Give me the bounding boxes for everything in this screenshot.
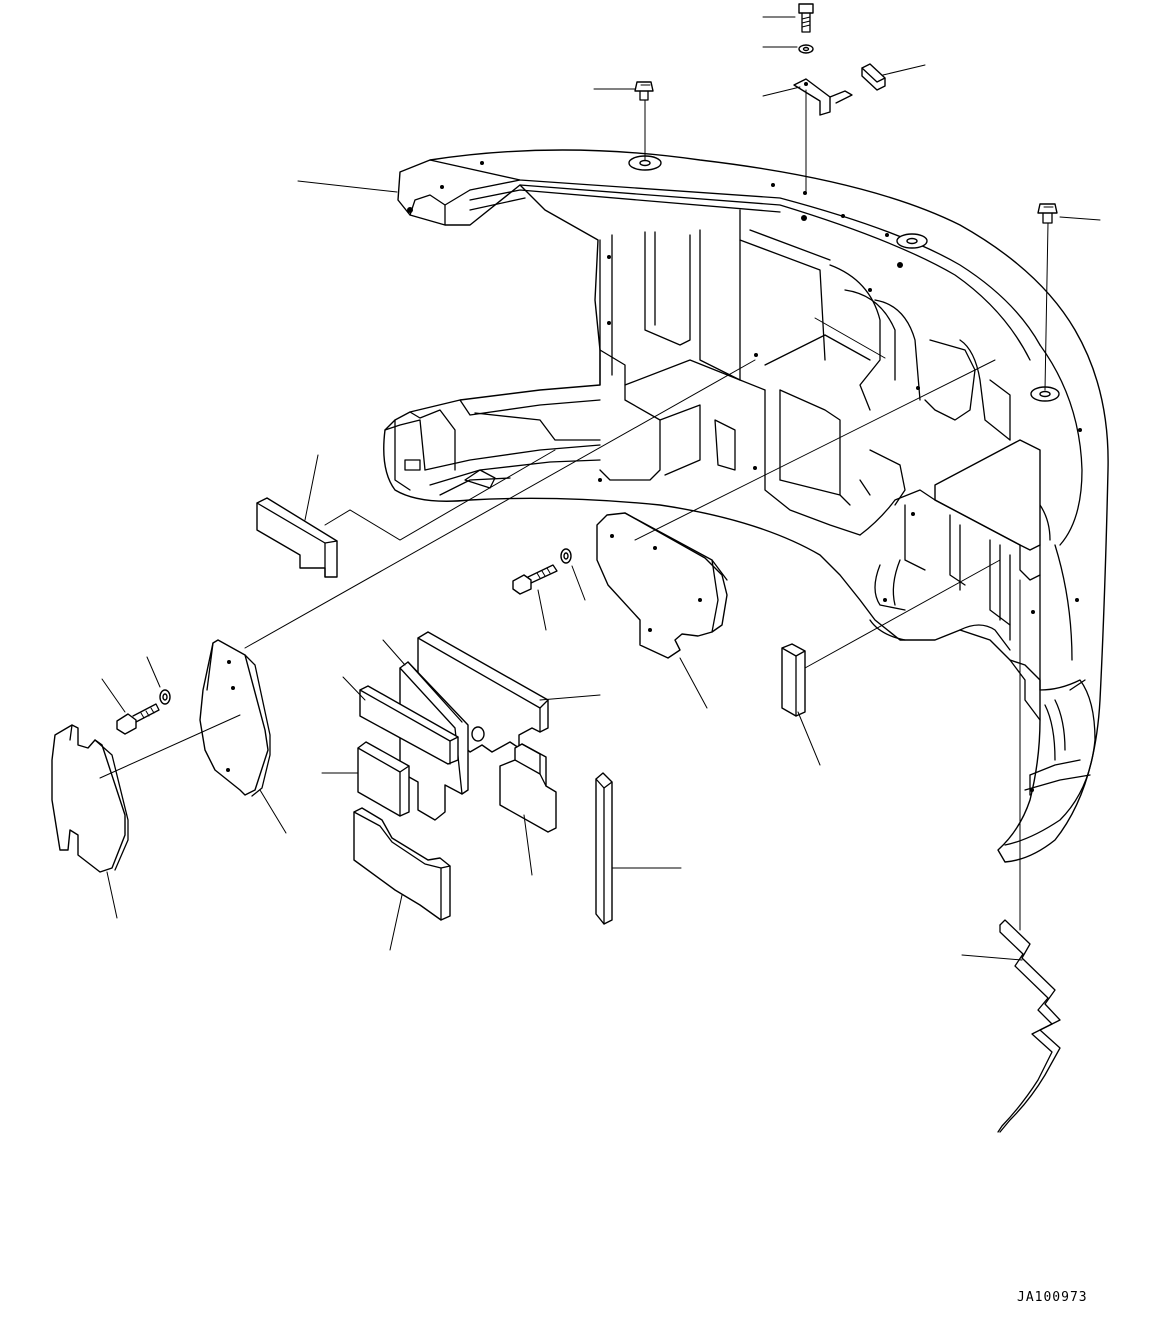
bolt-left bbox=[116, 703, 160, 735]
washer-center bbox=[560, 548, 572, 564]
spacer-small bbox=[781, 643, 806, 717]
top-washer bbox=[798, 44, 814, 54]
top-rubber-pad bbox=[861, 63, 886, 91]
side-plate-large bbox=[199, 639, 271, 797]
washer-left bbox=[159, 689, 171, 705]
right-plug bbox=[1037, 203, 1058, 224]
side-plate-outer bbox=[51, 724, 129, 873]
shaped-plate-center bbox=[596, 512, 728, 659]
shim-small-step bbox=[499, 743, 557, 833]
top-bracket bbox=[793, 78, 853, 116]
shim-square bbox=[359, 685, 459, 765]
drawing-number: JA100973 bbox=[1017, 1290, 1088, 1305]
left-plug bbox=[634, 81, 654, 101]
bolt-center bbox=[512, 564, 558, 595]
shim-small-square bbox=[357, 741, 410, 817]
spacer-block-rear bbox=[256, 497, 338, 578]
counterweight bbox=[383, 149, 1109, 863]
leader-lines bbox=[99, 16, 1101, 961]
wire-harness-clamp bbox=[997, 919, 1061, 1133]
top-bolt bbox=[798, 3, 814, 33]
shim-curved bbox=[353, 807, 451, 921]
shim-bar-vertical bbox=[595, 772, 613, 925]
